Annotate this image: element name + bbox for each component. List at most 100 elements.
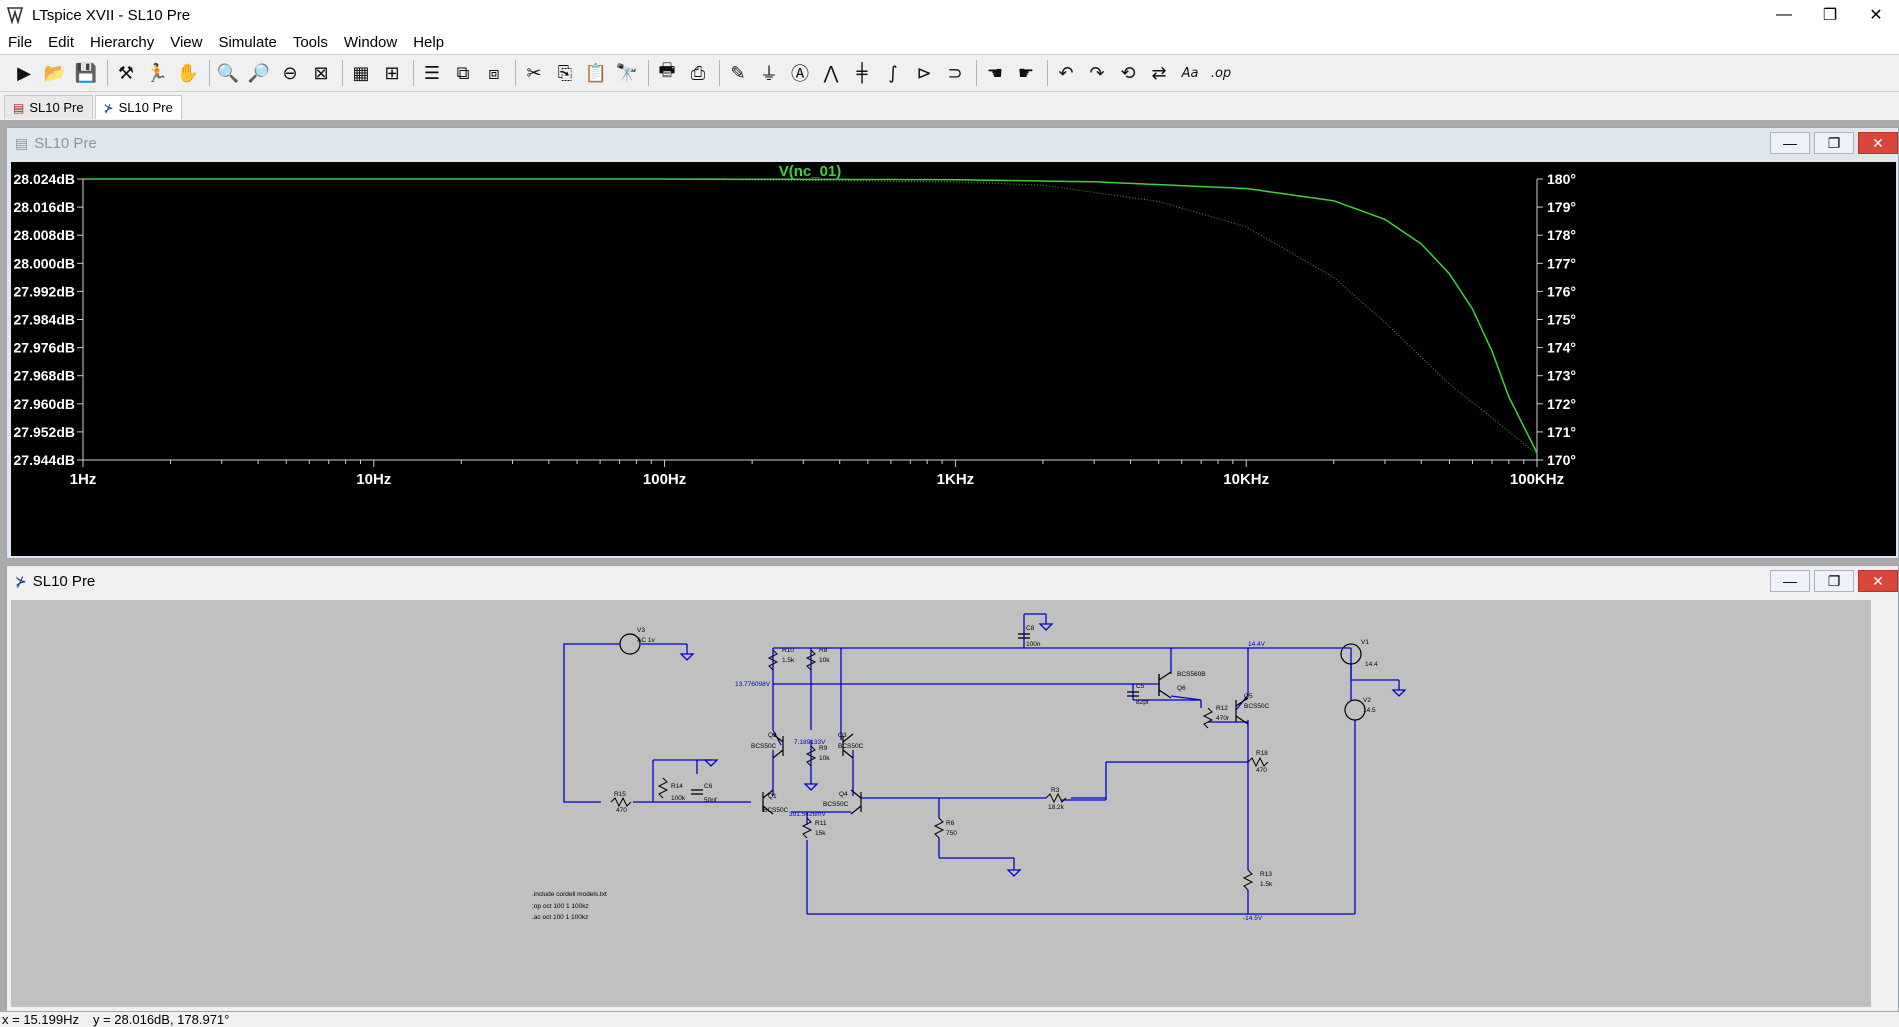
- toolbar-separator: [515, 60, 516, 86]
- grid-button[interactable]: ⊞: [378, 59, 406, 87]
- zoom-area-button[interactable]: 🔎: [245, 59, 273, 87]
- cut-button[interactable]: ✂: [520, 59, 548, 87]
- copy-button[interactable]: ⎘: [551, 59, 579, 87]
- restore-button[interactable]: ❐: [1807, 0, 1853, 30]
- draw-wire-button[interactable]: ✎: [724, 59, 752, 87]
- cascade-button[interactable]: ⧉: [449, 59, 477, 87]
- close-icon: ✕: [1872, 134, 1884, 151]
- ground-button[interactable]: ⏚: [755, 59, 783, 87]
- schematic-canvas[interactable]: V3 AC 1v R10 1.5k R8 10k C8 100n C5 82pf…: [11, 600, 1871, 1007]
- print-preview-button[interactable]: 🖶: [653, 59, 681, 87]
- trace-legend-label[interactable]: V(nc_01): [779, 163, 842, 180]
- zoom-out-button[interactable]: ⊖: [276, 59, 304, 87]
- move-button[interactable]: ☚: [981, 59, 1009, 87]
- y-tick-label-right: 174°: [1547, 340, 1576, 356]
- menu-hierarchy[interactable]: Hierarchy: [90, 33, 155, 51]
- y-tick-label-left: 27.944dB: [14, 452, 75, 468]
- undo-button[interactable]: ↶: [1052, 59, 1080, 87]
- rotate-button[interactable]: ⟲: [1114, 59, 1142, 87]
- autorange-button[interactable]: ▦: [347, 59, 375, 87]
- label-net-button[interactable]: Ⓐ: [786, 59, 814, 87]
- y-tick-label-right: 175°: [1547, 312, 1576, 328]
- minimize-button[interactable]: —: [1761, 0, 1807, 30]
- rotate-icon: ⟲: [1120, 62, 1136, 84]
- label-q2-type: BCS50C: [751, 743, 777, 750]
- label-r15: R15: [614, 791, 626, 798]
- open-button[interactable]: 📂: [41, 59, 69, 87]
- ground-symbols: [679, 623, 1407, 877]
- menu-tools[interactable]: Tools: [292, 33, 328, 51]
- component-button[interactable]: ⊃: [941, 59, 969, 87]
- bode-plot[interactable]: 28.024dB28.016dB28.008dB28.000dB27.992dB…: [11, 162, 1896, 556]
- y-tick-label-right: 177°: [1547, 255, 1576, 271]
- schematic-window-titlebar[interactable]: ⊁ SL10 Pre — ❐ ✕: [7, 566, 1898, 596]
- menu-file[interactable]: File: [8, 33, 33, 51]
- label-r9-value: 10k: [819, 755, 830, 762]
- paste-button[interactable]: 📋: [582, 59, 610, 87]
- diode-button[interactable]: ⊳: [910, 59, 938, 87]
- run-button[interactable]: ▶: [10, 59, 38, 87]
- pan-button[interactable]: ✋: [174, 59, 202, 87]
- label-q1-type: BCS50C: [763, 807, 789, 814]
- label-q1: Q1: [768, 793, 777, 800]
- resistor-icon: ⋀: [823, 62, 839, 84]
- tile-vertical-icon: ⧈: [488, 62, 500, 84]
- run-sim-button[interactable]: 🏃: [143, 59, 171, 87]
- menu-simulate[interactable]: Simulate: [218, 33, 277, 51]
- toolbar-separator: [209, 60, 210, 86]
- y-tick-label-left: 27.984dB: [14, 312, 75, 328]
- control-panel-button[interactable]: ⚒: [112, 59, 140, 87]
- tab-waveform[interactable]: ▤ SL10 Pre: [4, 95, 93, 119]
- x-tick-label: 100KHz: [1510, 471, 1564, 488]
- capacitor-icon: ╪: [856, 62, 868, 84]
- menu-view[interactable]: View: [170, 33, 203, 51]
- inductor-button[interactable]: ∫: [879, 59, 907, 87]
- spice-directive-button[interactable]: .op: [1207, 59, 1235, 87]
- waveform-maximize-button[interactable]: ❐: [1814, 132, 1854, 154]
- tile-horizontal-button[interactable]: ☰: [418, 59, 446, 87]
- label-v2-value: 14.5: [1363, 707, 1376, 714]
- find-button[interactable]: 🔭: [613, 59, 641, 87]
- capacitor-button[interactable]: ╪: [848, 59, 876, 87]
- waveform-minimize-button[interactable]: —: [1770, 132, 1810, 154]
- directive-ac: .ac oct 100 1 100kz: [532, 914, 588, 921]
- label-r13-value: 1.5k: [1260, 881, 1273, 888]
- waveform-icon: ▤: [15, 134, 29, 151]
- close-button[interactable]: ✕: [1853, 0, 1899, 30]
- zoom-in-button[interactable]: 🔍: [214, 59, 242, 87]
- redo-button[interactable]: ↷: [1083, 59, 1111, 87]
- cursor-x-readout: x = 15.199Hz: [2, 1012, 79, 1027]
- schematic-maximize-button[interactable]: ❐: [1814, 570, 1854, 592]
- zoom-fit-icon: ⊠: [313, 62, 329, 84]
- drag-button[interactable]: ☛: [1012, 59, 1040, 87]
- cascade-icon: ⧉: [456, 62, 470, 84]
- waveform-window-titlebar[interactable]: ▤ SL10 Pre — ❐ ✕: [7, 128, 1898, 158]
- menu-help[interactable]: Help: [413, 33, 445, 51]
- wires: [563, 613, 1400, 915]
- schematic-close-button[interactable]: ✕: [1858, 570, 1898, 592]
- label-r13: R13: [1260, 871, 1272, 878]
- label-r3: R3: [1051, 787, 1060, 794]
- mirror-button[interactable]: ⇄: [1145, 59, 1173, 87]
- menu-window[interactable]: Window: [343, 33, 398, 51]
- text-button[interactable]: Aa: [1176, 59, 1204, 87]
- find-icon: 🔭: [615, 62, 639, 84]
- schematic-minimize-button[interactable]: —: [1770, 570, 1810, 592]
- tab-schematic[interactable]: ⊁ SL10 Pre: [94, 95, 182, 119]
- tile-vertical-button[interactable]: ⧈: [480, 59, 508, 87]
- minimize-icon: —: [1776, 6, 1792, 23]
- open-icon: 📂: [43, 62, 67, 84]
- waveform-close-button[interactable]: ✕: [1858, 132, 1898, 154]
- schematic-drawing[interactable]: V3 AC 1v R10 1.5k R8 10k C8 100n C5 82pf…: [11, 600, 1871, 1007]
- print-button[interactable]: ⎙: [684, 59, 712, 87]
- menu-edit[interactable]: Edit: [48, 33, 75, 51]
- resistor-button[interactable]: ⋀: [817, 59, 845, 87]
- save-button[interactable]: 💾: [72, 59, 100, 87]
- close-icon: ✕: [1869, 7, 1883, 24]
- spice-directives: .include cordell models.txt ;op oct 100 …: [532, 891, 607, 921]
- label-net-icon: Ⓐ: [791, 64, 809, 85]
- y-tick-label-left: 28.008dB: [14, 227, 75, 243]
- zoom-fit-button[interactable]: ⊠: [307, 59, 335, 87]
- schematic-icon: ⊁: [103, 100, 114, 115]
